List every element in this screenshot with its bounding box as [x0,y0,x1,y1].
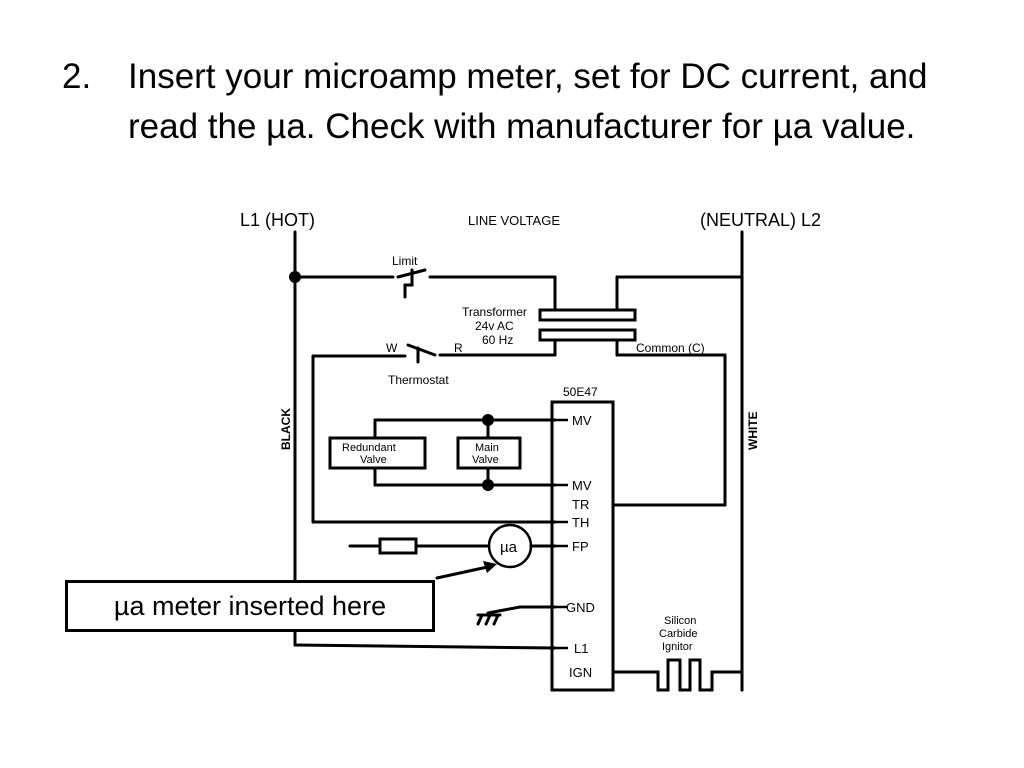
main-valve-label-2: Valve [472,454,499,466]
terminal-mv-1: MV [572,413,592,428]
microamp-meter-symbol: µa [500,539,518,556]
main-valve-label-1: Main [475,442,499,454]
terminal-th: TH [572,515,589,530]
transformer-label-1: Transformer [462,305,527,319]
ignitor-label-1: Silicon [664,615,696,627]
step-number: 2. [62,57,92,96]
redundant-valve-label-2: Valve [360,454,387,466]
module-label: 50E47 [563,385,598,399]
terminal-ign: IGN [569,665,592,680]
thermostat-w: W [386,341,398,355]
l2-label: (NEUTRAL) L2 [700,210,821,230]
transformer-label-3: 60 Hz [482,333,513,347]
terminal-gnd: GND [566,600,595,615]
terminal-mv-2: MV [572,478,592,493]
ignitor-label-2: Carbide [659,628,698,640]
ignitor-label-3: Ignitor [662,641,693,653]
white-label: WHITE [746,411,760,450]
terminal-fp: FP [572,539,589,554]
black-label: BLACK [279,408,293,450]
l1-label: L1 (HOT) [240,210,315,230]
common-label: Common (C) [636,341,705,355]
limit-label: Limit [392,254,418,268]
meter-callout: µa meter inserted here [65,580,435,632]
thermostat-label: Thermostat [388,373,449,387]
terminal-tr: TR [572,497,589,512]
terminal-l1: L1 [574,641,588,656]
redundant-valve-label-1: Redundant [342,442,396,454]
step-text: Insert your microamp meter, set for DC c… [128,57,928,146]
transformer-label-2: 24v AC [475,319,514,333]
thermostat-r: R [454,341,463,355]
line-voltage-label: LINE VOLTAGE [468,213,560,228]
